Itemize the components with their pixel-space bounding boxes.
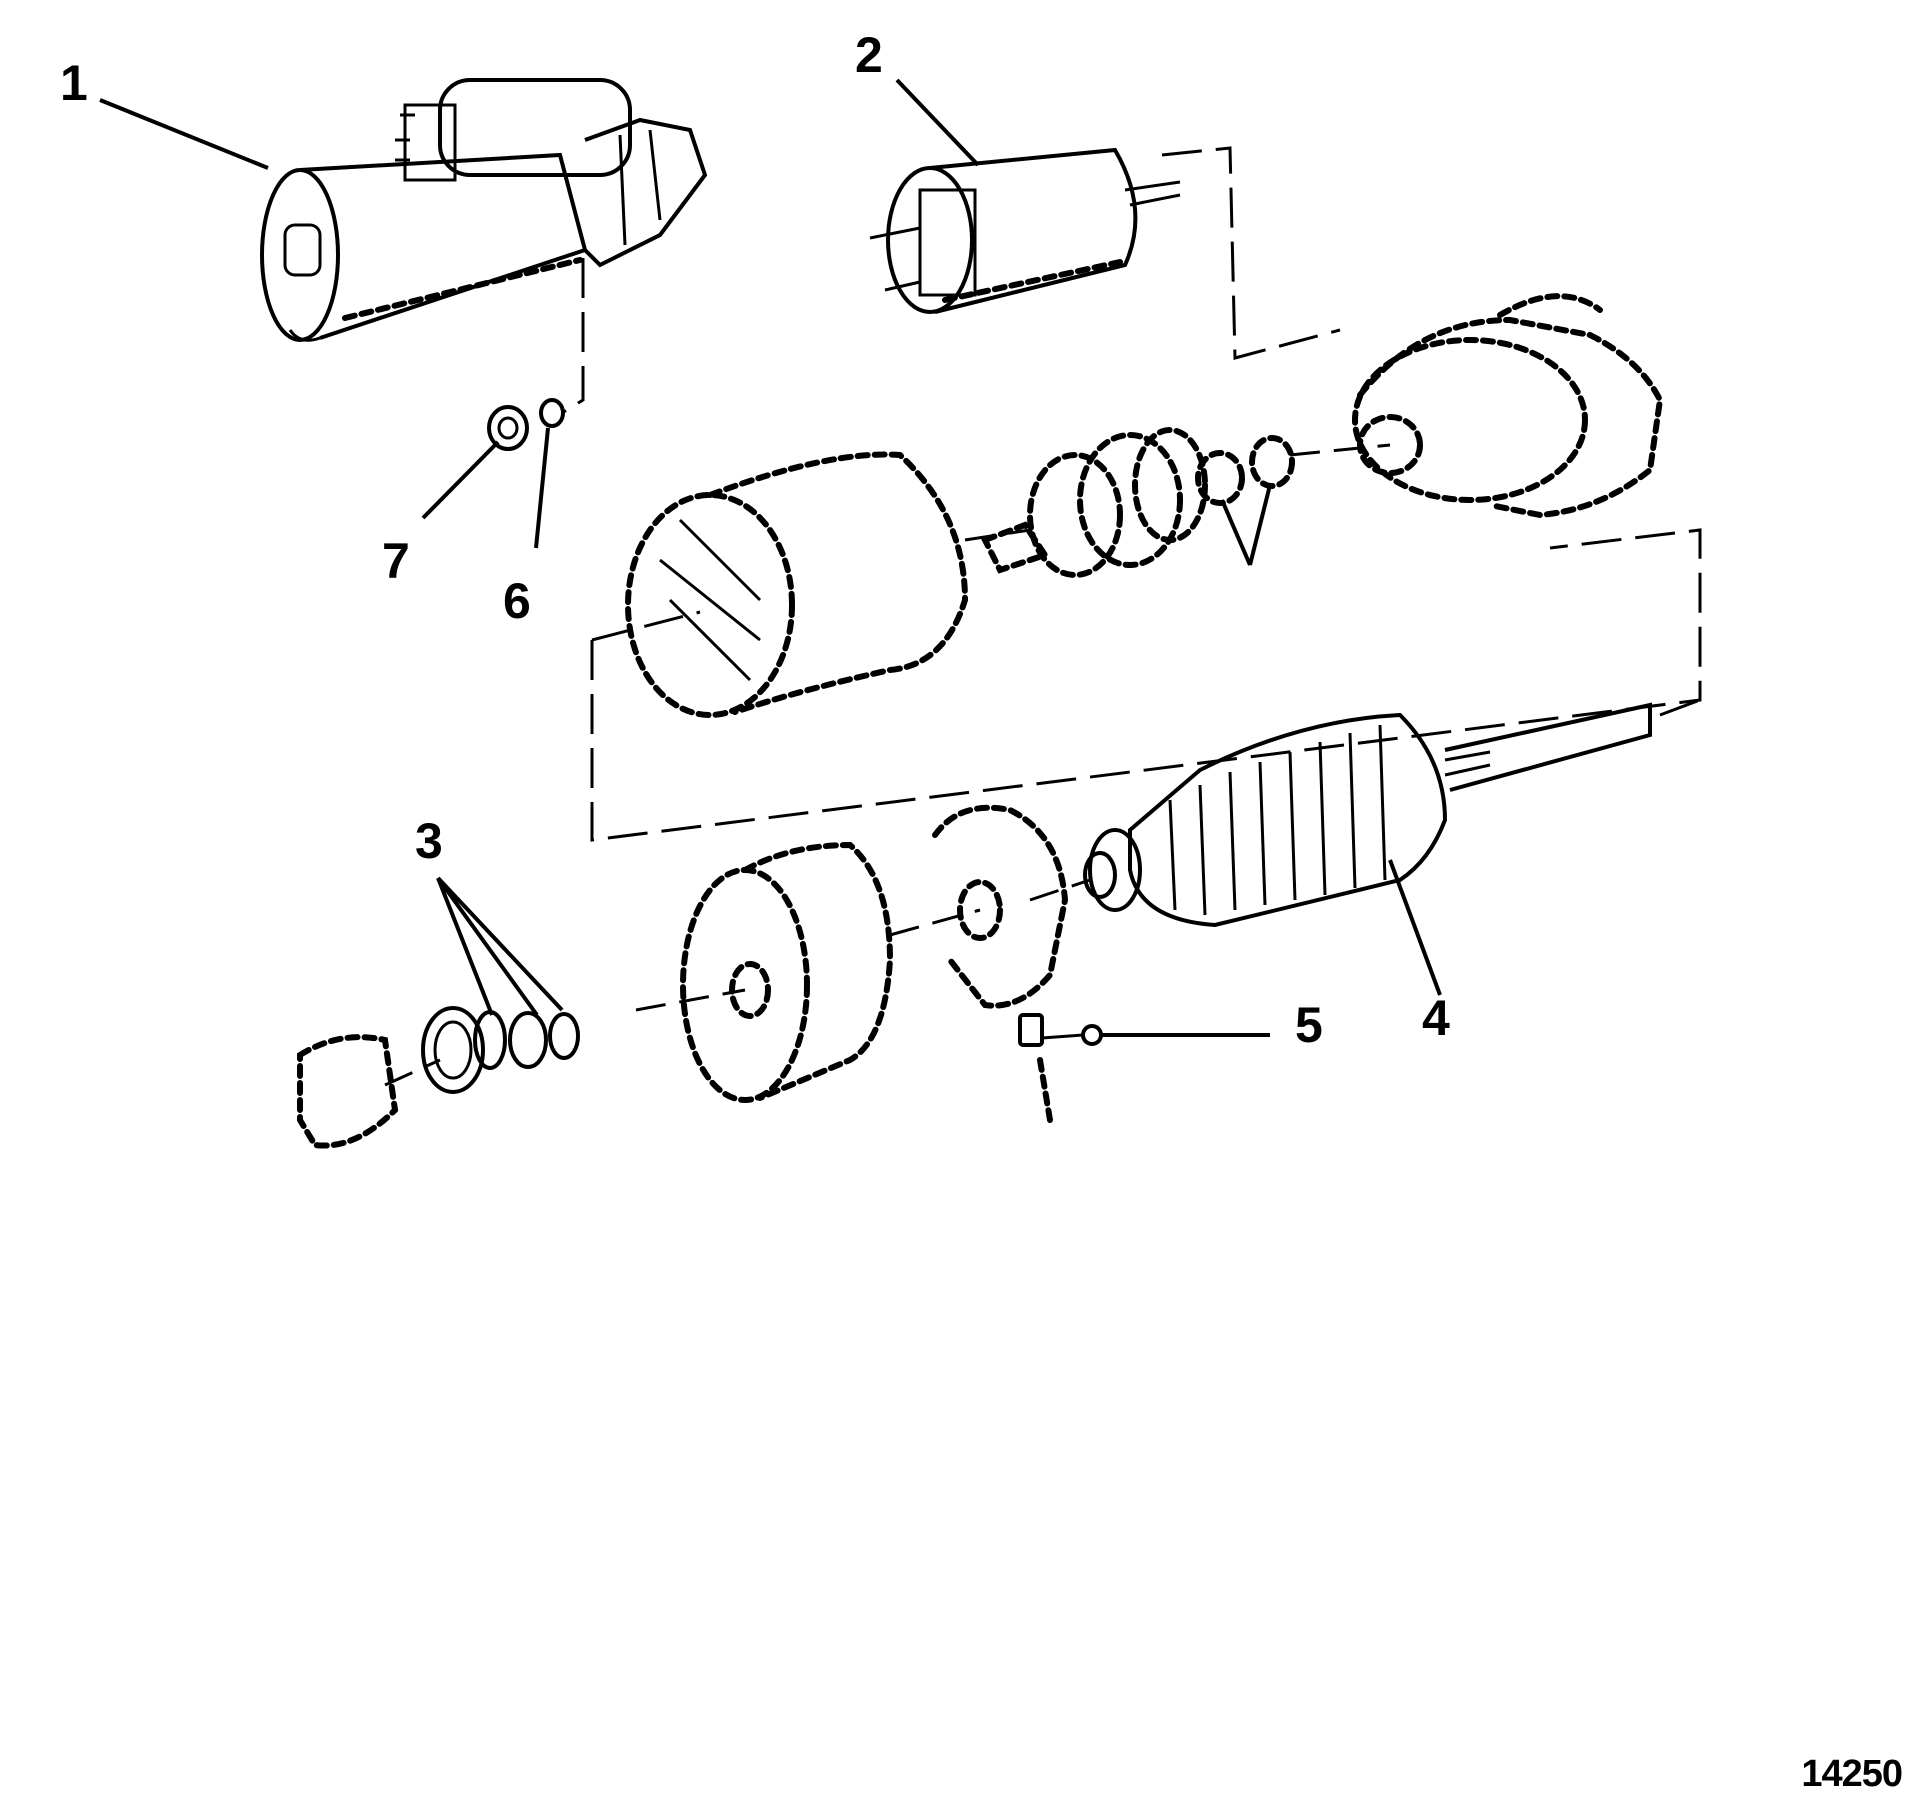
callout-4: 4 xyxy=(1422,990,1450,1046)
callout-7: 7 xyxy=(382,533,410,589)
callout-2: 2 xyxy=(855,27,883,83)
callout-6: 6 xyxy=(503,573,531,629)
assembly-guide-lines xyxy=(384,146,1702,1087)
solenoid xyxy=(869,147,1181,314)
callout-1: 1 xyxy=(60,55,88,111)
callout-5: 5 xyxy=(1295,997,1323,1053)
drive-end-housing xyxy=(1352,293,1664,519)
commutator-end-frame xyxy=(680,841,894,1103)
nut-and-washer xyxy=(487,398,565,451)
callout-labels: 1 2 3 4 5 6 7 xyxy=(60,27,1450,1053)
drive-pinion-parts xyxy=(980,427,1295,578)
brush-plate xyxy=(932,804,1069,1009)
brush-and-spring xyxy=(1018,1013,1103,1123)
figure-number: 14250 xyxy=(1801,1753,1903,1795)
callout-3: 3 xyxy=(415,813,443,869)
leader-lines xyxy=(99,78,1442,1037)
armature xyxy=(1083,702,1652,928)
starter-motor-assembly xyxy=(260,78,708,342)
end-cap-washers xyxy=(297,1006,580,1149)
field-frame-housing xyxy=(625,451,969,718)
